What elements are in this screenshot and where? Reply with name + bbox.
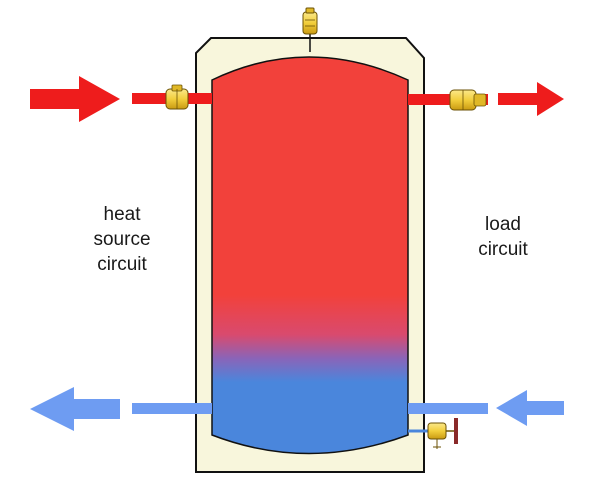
heat-source-label-line: circuit — [97, 254, 147, 275]
cold-return-pipe — [132, 403, 212, 414]
heat-source-label-line: heat — [103, 204, 141, 225]
load-label-line: load — [485, 214, 521, 235]
hot-inlet-arrow — [30, 76, 120, 122]
check-valve-icon — [165, 84, 189, 110]
cold-inlet-pipe — [408, 403, 488, 414]
cold-inlet-arrow — [496, 390, 564, 426]
heat-source-circuit-label: heat source circuit — [62, 202, 182, 277]
air-vent-icon — [302, 7, 318, 52]
heat-source-label-line: source — [93, 229, 151, 250]
check-valve-icon — [449, 89, 487, 111]
load-circuit-label: load circuit — [448, 212, 558, 262]
hot-outlet-arrow — [498, 82, 564, 116]
cold-return-arrow — [30, 387, 120, 431]
drain-valve-icon — [408, 418, 458, 449]
hot-outlet-pipe — [408, 94, 488, 105]
tank-interior — [211, 56, 409, 455]
load-label-line: circuit — [478, 239, 528, 260]
